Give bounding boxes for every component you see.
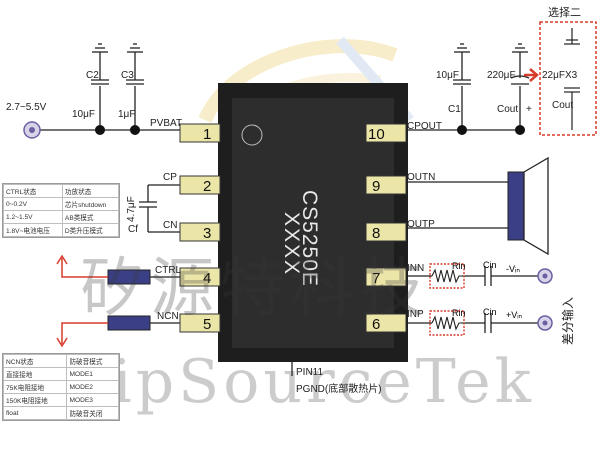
- pin-2-label: CP: [163, 172, 177, 183]
- supply-wiring: [38, 43, 540, 376]
- option-cap-name: Cout: [552, 100, 573, 111]
- rin-inn-resistor: [429, 263, 465, 289]
- cin-inp-label: Cin: [483, 307, 497, 317]
- rin-inp-label: Rin: [452, 308, 466, 318]
- table-cell: D类升压模式: [61, 223, 120, 237]
- table-cell: 0~0.2V: [3, 197, 63, 211]
- input-terminals: [537, 268, 553, 331]
- option-box: 选择二 22μFX3 Cout: [539, 5, 597, 136]
- table-row: NCN状态 防破音模式: [2, 354, 119, 368]
- table-cell: MODE1: [66, 367, 119, 381]
- pin-8-number: 8: [372, 225, 380, 242]
- pin-10-label: CPOUT: [407, 121, 442, 132]
- rin-inn-label: Rin: [452, 261, 466, 271]
- ctrl-table-header-state: CTRL状态: [3, 184, 63, 198]
- ctrl-state-table: CTRL状态 功放状态 0~0.2V 芯片shutdown 1.2~1.5V A…: [2, 183, 120, 238]
- c2-value: 10μF: [72, 109, 95, 120]
- c3-name: C3: [121, 70, 134, 81]
- junction-dots: [95, 125, 525, 135]
- pin-2-number: 2: [203, 178, 211, 195]
- table-cell: 75K电阻接地: [2, 380, 68, 394]
- table-row: 75K电阻接地 MODE2: [2, 380, 119, 394]
- pin-5-label: NCN: [157, 311, 179, 322]
- supply-terminal: [23, 121, 41, 139]
- pgnd-label: PGND(底部散热片): [296, 382, 382, 395]
- c1-value: 10μF: [436, 70, 459, 81]
- pin-5-number: 5: [203, 316, 211, 333]
- table-row: 150K电阻接地 MODE3: [2, 393, 119, 407]
- pin-4-label: CTRL: [155, 265, 182, 276]
- table-cell: AB类模式: [61, 210, 120, 224]
- pin-7-label: INN: [407, 263, 424, 274]
- table-cell: 芯片shutdown: [61, 197, 120, 211]
- arrow-down-icon: [56, 322, 108, 348]
- pin-10-number: 10: [368, 126, 385, 143]
- table-row: 0~0.2V 芯片shutdown: [3, 197, 120, 211]
- table-cell: 防破音关闭: [66, 406, 119, 420]
- pin-3-number: 3: [203, 225, 211, 242]
- cf-value: 4.7μF: [126, 196, 137, 222]
- c2-name: C2: [86, 70, 99, 81]
- table-cell: 1.8V~电池电压: [3, 223, 63, 237]
- pin-9-number: 9: [372, 178, 380, 195]
- vin-neg-label: -Vᵢₙ: [506, 264, 520, 274]
- table-cell: MODE2: [66, 380, 119, 394]
- cout-plus: +: [526, 104, 532, 115]
- table-row: CTRL状态 功放状态: [3, 184, 120, 198]
- option-title: 选择二: [548, 5, 581, 19]
- rin-inp-resistor: [429, 310, 465, 336]
- table-cell: 1.2~1.5V: [3, 210, 63, 224]
- cin-inn-label: Cin: [483, 260, 497, 270]
- pin-6-label: INP: [407, 309, 424, 320]
- table-row: 1.8V~电池电压 D类升压模式: [3, 223, 120, 237]
- supply-range-label: 2.7~5.5V: [6, 102, 47, 113]
- c3-value: 1μF: [118, 109, 135, 120]
- pin-11-label: PIN11: [296, 367, 323, 378]
- table-cell: float: [2, 406, 68, 420]
- cout-name: Cout: [497, 104, 518, 115]
- table-cell: 150K电阻接地: [2, 393, 68, 407]
- ctrl-table-header-mode: 功放状态: [61, 184, 120, 198]
- table-cell: MODE3: [66, 393, 119, 407]
- input-caps: [484, 266, 492, 333]
- arrow-right-icon: [524, 68, 539, 82]
- pin-4-number: 4: [203, 270, 211, 287]
- speaker-icon: [507, 156, 549, 256]
- vin-pos-label: +Vᵢₙ: [506, 310, 523, 320]
- table-cell: 直接接地: [2, 367, 68, 381]
- table-row: 1.2~1.5V AB类模式: [3, 210, 120, 224]
- cout-value: 220μF: [487, 70, 516, 81]
- table-row: 直接接地 MODE1: [2, 367, 119, 381]
- pin-3-label: CN: [163, 220, 177, 231]
- pin-1-label: PVBAT: [150, 118, 182, 129]
- ncn-state-table: NCN状态 防破音模式 直接接地 MODE1 75K电阻接地 MODE2 150…: [2, 353, 120, 421]
- c1-name: C1: [448, 104, 461, 115]
- pin-1-number: 1: [203, 126, 211, 143]
- chip-part-number: CS5250E: [298, 190, 321, 287]
- pin-7-number: 7: [372, 270, 380, 287]
- pins-left: [179, 123, 221, 333]
- option-value: 22μFX3: [542, 70, 578, 81]
- differential-input-label: 差分输入: [560, 297, 575, 345]
- ncn-table-header-mode: 防破音模式: [66, 354, 119, 368]
- pin-9-label: OUTN: [407, 172, 435, 183]
- pins-right: [365, 123, 407, 333]
- arrow-up-icon: [56, 254, 108, 278]
- table-row: float 防破音关闭: [2, 406, 119, 420]
- watermark-cn: 矽源特科技: [80, 252, 430, 326]
- pin-6-number: 6: [372, 316, 380, 333]
- pin-8-label: OUTP: [407, 219, 435, 230]
- chip-marking: XXXX: [280, 212, 303, 276]
- ncn-table-header-state: NCN状态: [2, 354, 68, 368]
- cf-name: Cf: [128, 224, 138, 235]
- pin1-marker: [241, 124, 263, 146]
